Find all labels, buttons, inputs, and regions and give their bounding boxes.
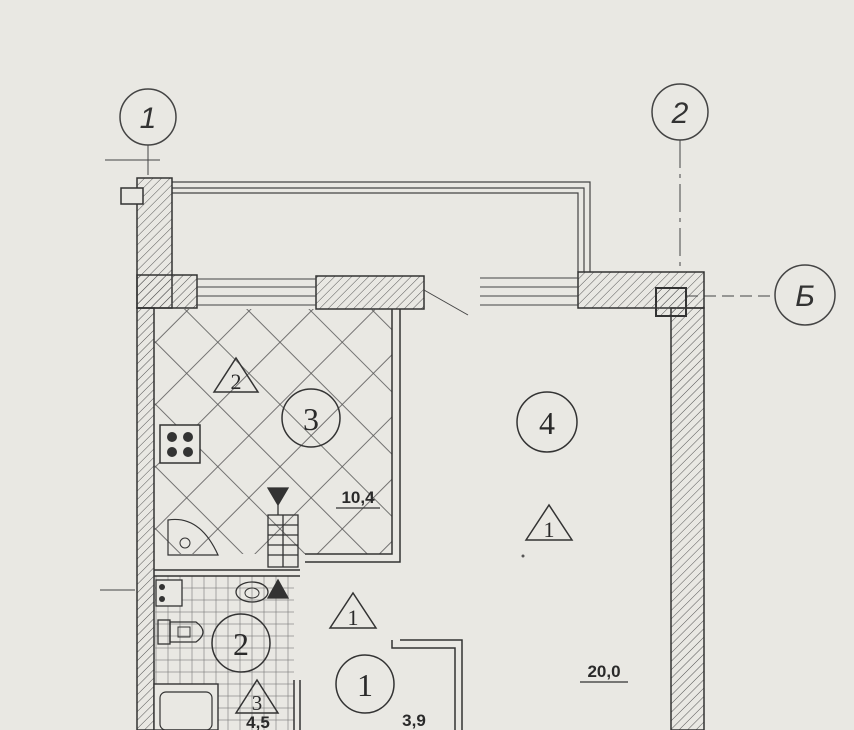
svg-text:1: 1 (140, 102, 157, 135)
stove-icon (159, 424, 201, 464)
svg-text:2: 2 (231, 369, 242, 394)
balcony-outline (172, 181, 591, 272)
finish-marker-hall: 1 (328, 591, 378, 630)
finish-marker-kitchen: 2 (212, 356, 260, 394)
svg-text:2: 2 (233, 626, 249, 662)
svg-text:3: 3 (303, 401, 319, 437)
svg-text:1: 1 (544, 517, 555, 542)
svg-text:3: 3 (252, 691, 263, 715)
room-number-3: 3 (281, 388, 341, 448)
ventilation-shaft-icon (266, 487, 299, 599)
axis-marker-b: Б (774, 264, 836, 326)
bathroom-walls (154, 569, 301, 730)
room-number-1: 1 (335, 654, 395, 714)
svg-text:10,4: 10,4 (341, 488, 375, 507)
svg-text:1: 1 (357, 667, 373, 703)
svg-text:4,5: 4,5 (246, 713, 270, 730)
washer-icon (155, 579, 183, 607)
room-number-2: 2 (211, 613, 271, 673)
area-label-bathroom: 4,5 (246, 713, 270, 730)
toilet-icon (157, 619, 204, 645)
bathtub-icon (153, 683, 219, 730)
windows (197, 277, 578, 316)
svg-text:4: 4 (539, 405, 555, 441)
axis-marker-1: 1 (119, 88, 177, 146)
area-label-kitchen: 10,4 (336, 488, 380, 509)
room-number-4: 4 (516, 391, 578, 453)
area-label-hall: 3,9 (402, 711, 426, 730)
axis-lines (100, 140, 775, 591)
finish-marker-living: 1 (524, 503, 574, 542)
corridor-partition (391, 639, 463, 730)
svg-text:20,0: 20,0 (587, 662, 620, 681)
axis-marker-2: 2 (651, 83, 709, 141)
area-label-living: 20,0 (580, 662, 628, 683)
svg-text:3,9: 3,9 (402, 711, 426, 730)
svg-text:2: 2 (671, 97, 689, 130)
finish-marker-bathroom: 3 (234, 678, 280, 715)
column-marker (655, 287, 687, 317)
kitchen-partition (305, 309, 401, 563)
reference-dot (521, 554, 525, 558)
sink-icon (167, 518, 219, 556)
washbasin-icon (235, 581, 269, 603)
wall-notch (120, 187, 144, 205)
svg-text:1: 1 (348, 605, 359, 630)
svg-text:Б: Б (795, 280, 815, 313)
